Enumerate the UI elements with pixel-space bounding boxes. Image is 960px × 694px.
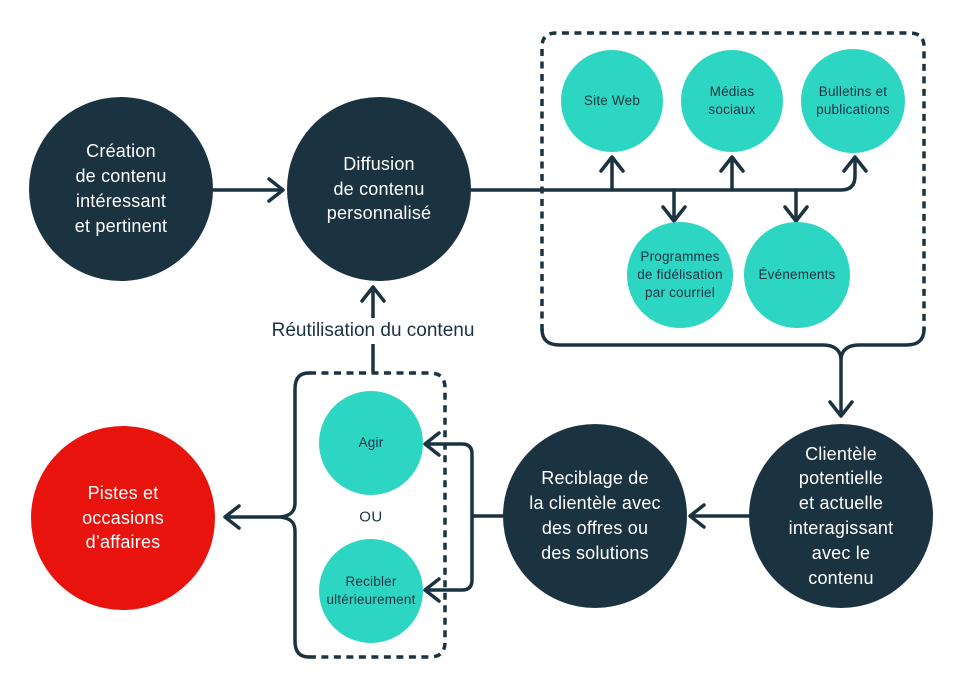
- arrow-to-evenements: [783, 188, 809, 223]
- node-medias-sociaux: Médias sociaux: [681, 50, 783, 152]
- options-brace-arrow: [223, 371, 311, 659]
- arrow-creation-to-diffusion: [212, 177, 285, 203]
- node-recibler: Recibler ultérieurement: [319, 539, 423, 643]
- node-programmes: Programmes de fidélisation par courriel: [627, 222, 733, 328]
- options-box-border: [309, 371, 447, 659]
- line-diffusion-to-channels: [469, 155, 868, 192]
- node-reciblage: Reciblage de la clientèle avec des offre…: [503, 424, 687, 608]
- node-diffusion: Diffusion de contenu personnalisé: [287, 97, 471, 281]
- arrow-to-site-web: [599, 155, 625, 192]
- arrow-clientele-to-reciblage: [688, 503, 751, 529]
- or-label: OU: [359, 508, 383, 526]
- node-agir: Agir: [319, 391, 423, 495]
- node-site-web: Site Web: [561, 50, 663, 152]
- node-bulletins: Bulletins et publications: [801, 49, 905, 153]
- node-clientele: Clientèle potentielle et actuelle intera…: [749, 424, 933, 608]
- arrow-to-medias-sociaux: [719, 155, 745, 192]
- arrow-to-programmes: [661, 188, 687, 223]
- reuse-of-content-label: Réutilisation du contenu: [263, 318, 483, 344]
- node-creation: Création de contenu intéressant et perti…: [29, 97, 213, 281]
- channels-brace-arrow: [540, 327, 926, 418]
- bracket-reciblage-to-options: [423, 431, 505, 603]
- node-pistes: Pistes et occasions d’affaires: [31, 426, 215, 610]
- channels-box-border: [540, 31, 926, 331]
- node-evenements: Événements: [744, 222, 850, 328]
